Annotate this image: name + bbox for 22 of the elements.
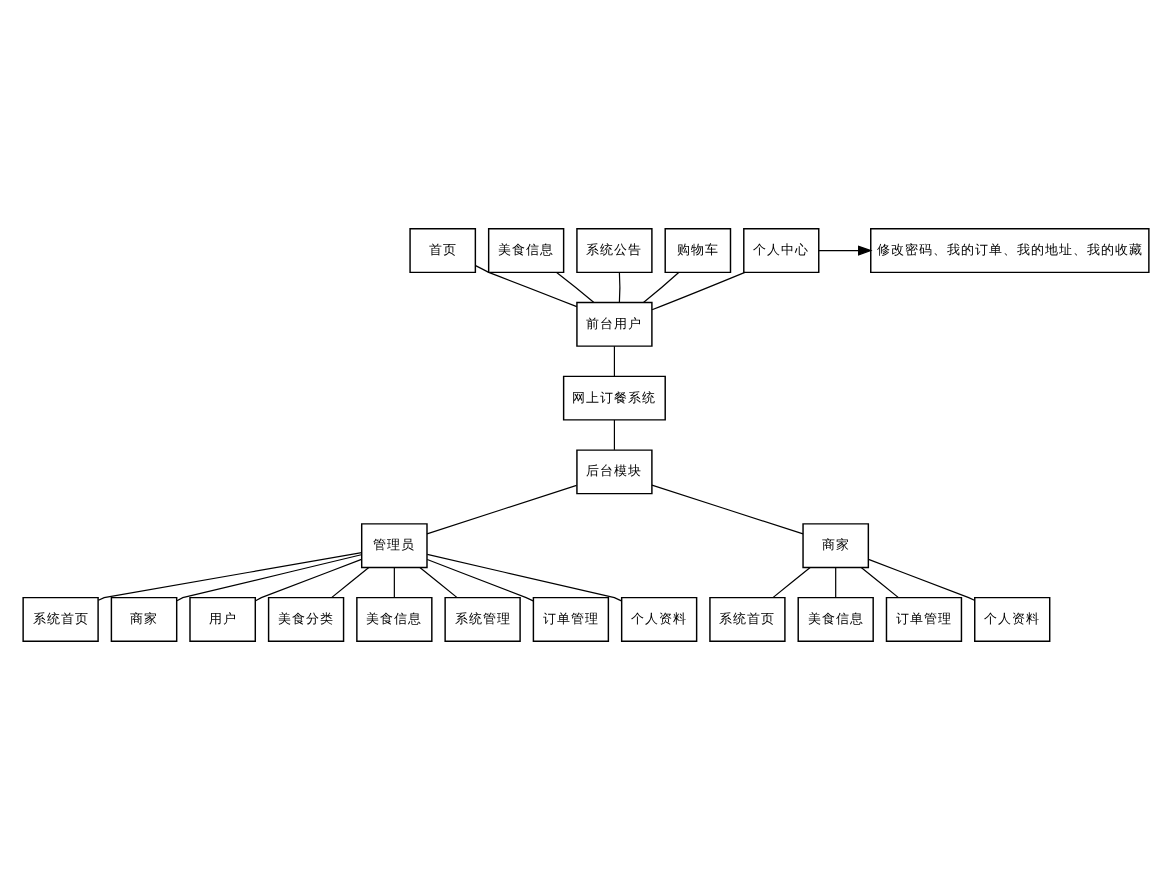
connector xyxy=(419,566,458,599)
connector xyxy=(651,271,746,311)
connector xyxy=(393,566,395,598)
connector xyxy=(97,551,363,601)
connector xyxy=(860,566,900,599)
connector xyxy=(330,566,370,599)
connector xyxy=(475,265,578,308)
connector xyxy=(426,484,578,535)
connector xyxy=(835,566,837,598)
connector xyxy=(642,271,680,304)
connector xyxy=(772,566,811,599)
connector xyxy=(867,558,975,601)
connector xyxy=(613,419,616,451)
arrow xyxy=(818,245,873,256)
connector xyxy=(255,558,363,602)
connector xyxy=(613,345,616,377)
connector xyxy=(176,554,362,602)
connector xyxy=(556,271,595,303)
connector xyxy=(618,271,621,303)
connector xyxy=(426,553,622,602)
connector xyxy=(426,558,534,602)
connector xyxy=(651,484,804,535)
